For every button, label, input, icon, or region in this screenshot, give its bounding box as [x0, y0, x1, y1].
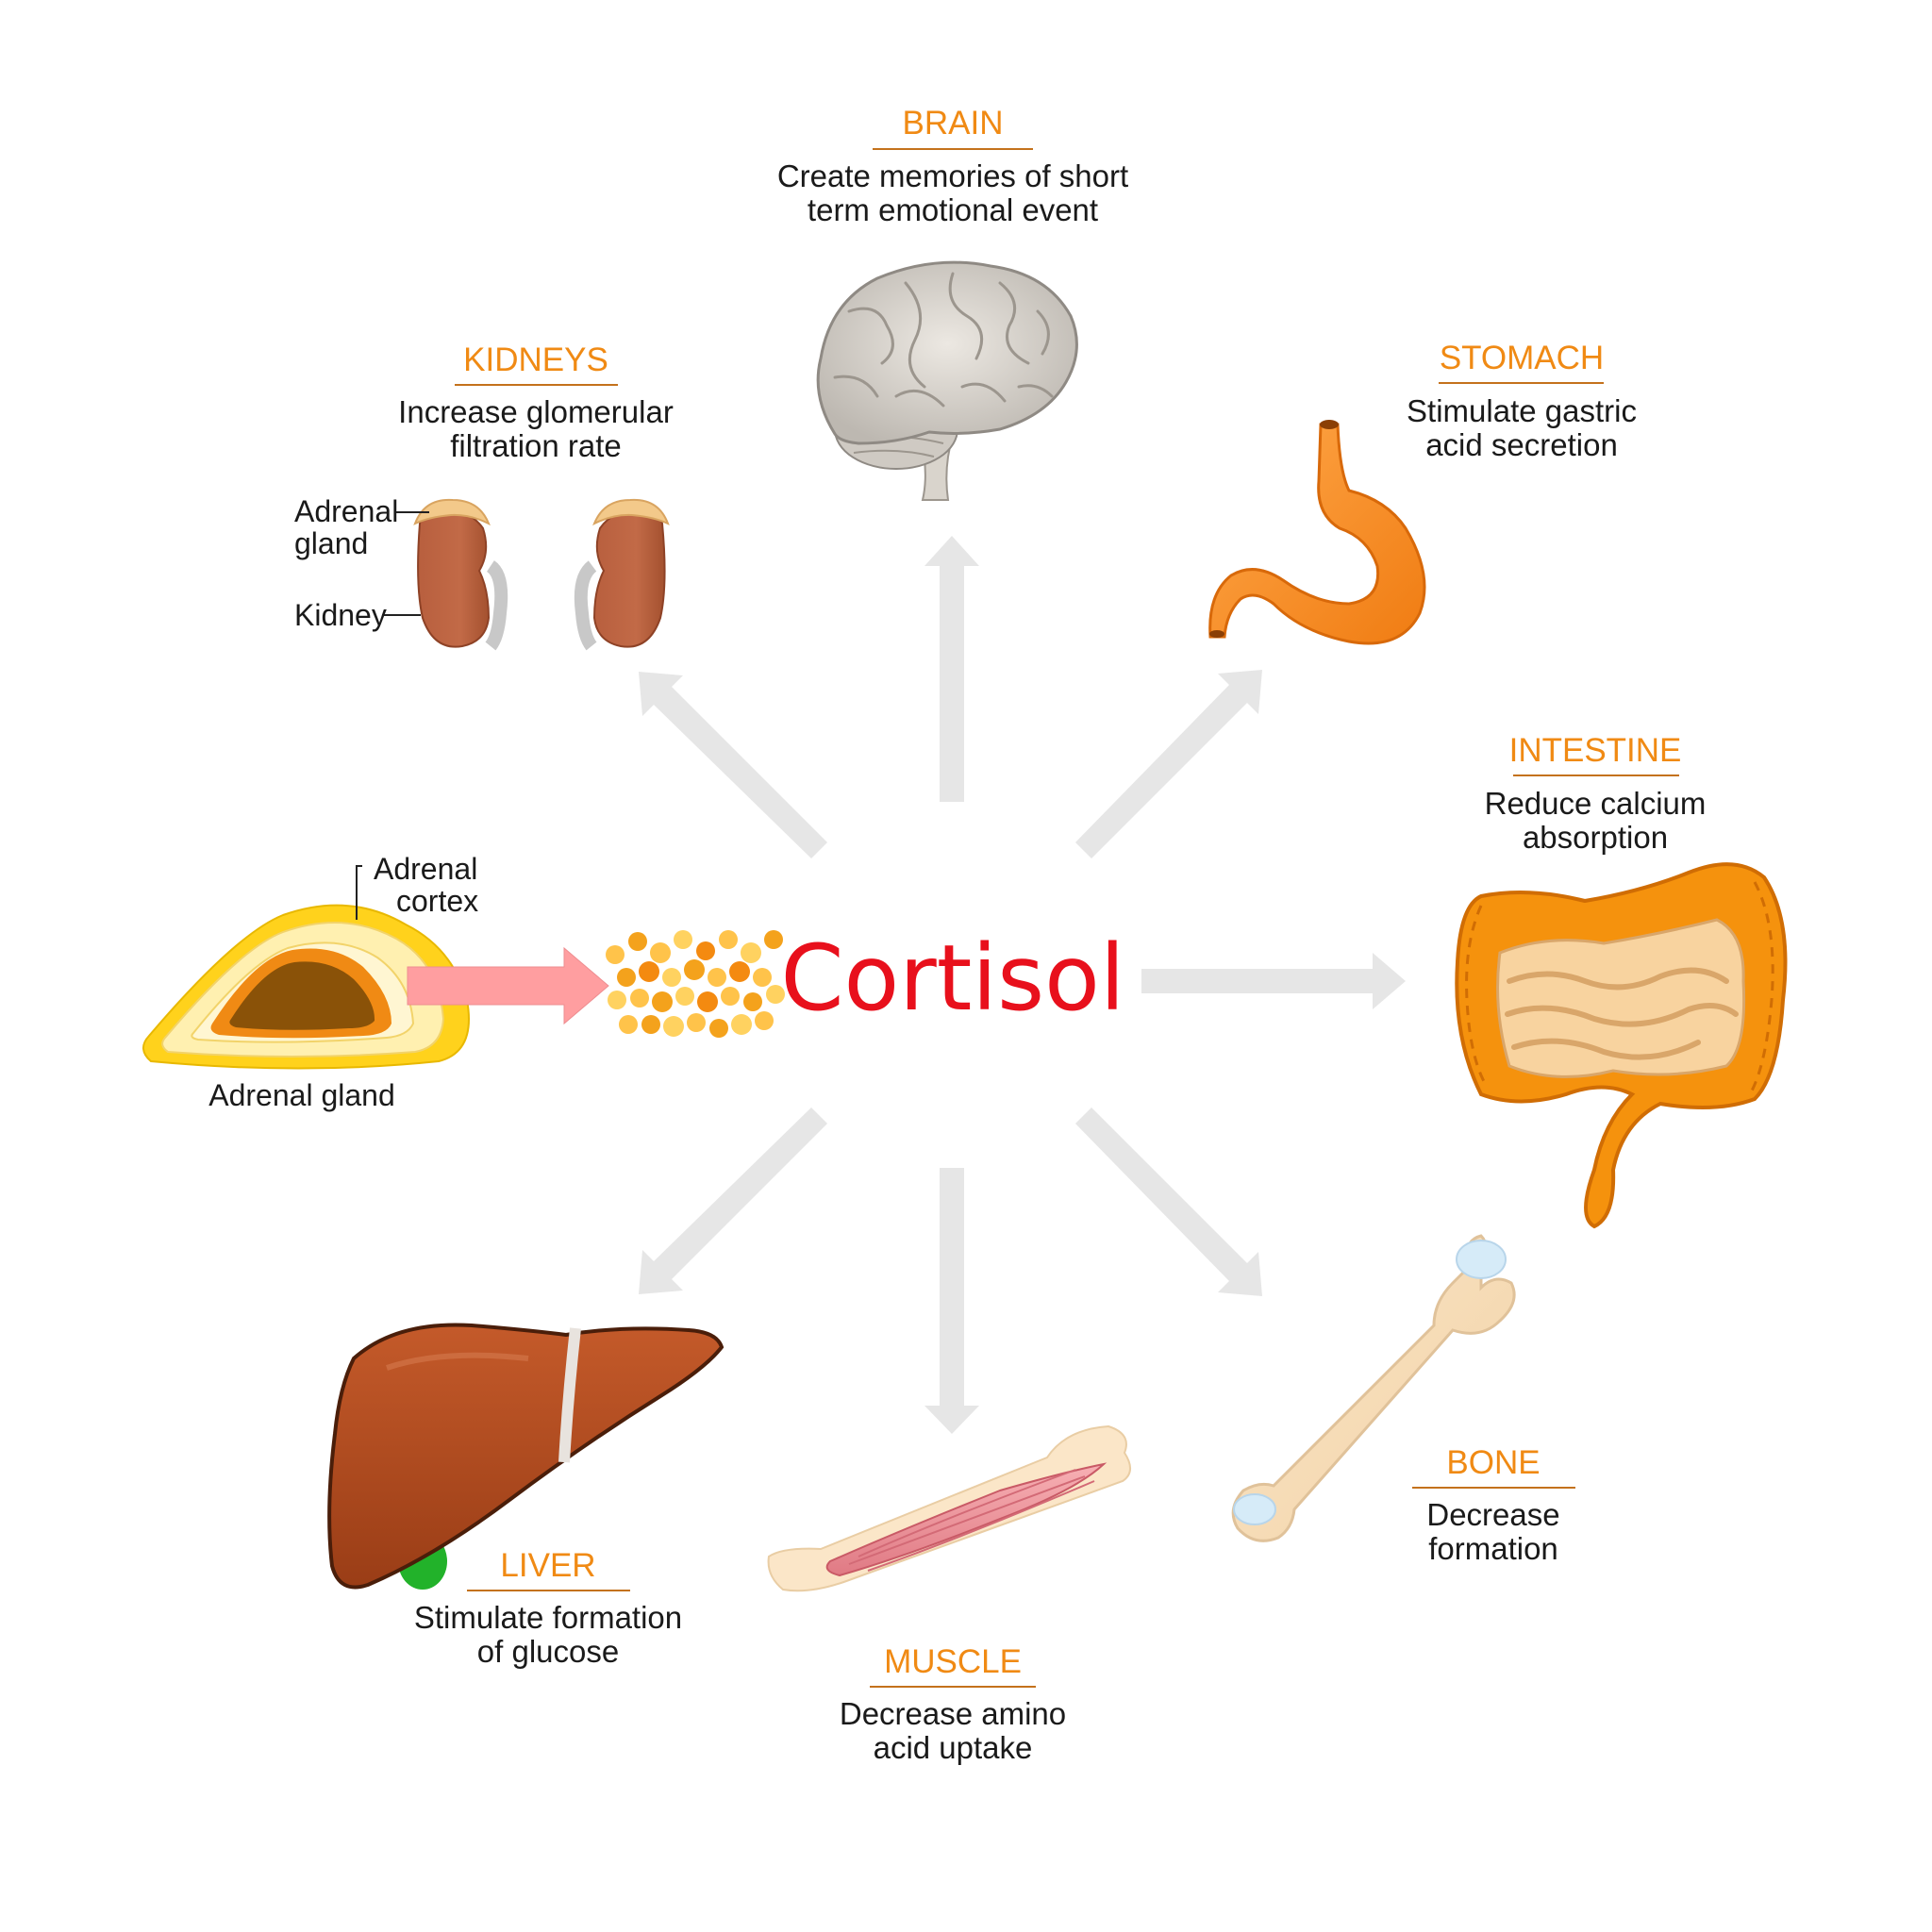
- stomach-desc-line2: acid secretion: [1425, 427, 1618, 462]
- intestine-desc-line1: Reduce calcium: [1485, 786, 1707, 821]
- arrow-upleft-kidneys: [639, 672, 827, 858]
- bone-target: BONE Decrease formation: [1231, 1234, 1575, 1566]
- intestine-title: INTESTINE: [1509, 732, 1682, 769]
- arrow-up-brain: [924, 536, 979, 802]
- arrow-down-muscle: [924, 1168, 979, 1434]
- liver-title: LIVER: [500, 1547, 595, 1584]
- adrenal-cortex-label-line2: cortex: [396, 884, 478, 918]
- adrenal-medulla-core: [229, 961, 375, 1030]
- muscle-target: MUSCLE Decrease amino acid uptake: [767, 1424, 1131, 1765]
- arrow-upright-stomach: [1075, 670, 1262, 858]
- muscle-desc-line2: acid uptake: [874, 1730, 1033, 1765]
- kidneys-desc-line2: filtration rate: [450, 428, 622, 463]
- intestine-desc-line2: absorption: [1523, 820, 1668, 855]
- brain-title: BRAIN: [903, 105, 1004, 142]
- brain-desc-line2: term emotional event: [808, 192, 1098, 227]
- brain-icon: [816, 260, 1078, 501]
- liver-desc-line1: Stimulate formation: [414, 1600, 682, 1635]
- adrenal-cortex-label-line1: Adrenal: [374, 852, 477, 886]
- kidneys-title: KIDNEYS: [463, 341, 608, 378]
- kidneys-desc-line1: Increase glomerular: [398, 394, 674, 429]
- stomach-title: STOMACH: [1440, 340, 1604, 376]
- left-kidney-icon: [413, 498, 508, 651]
- bone-icon: [1231, 1234, 1516, 1542]
- arrow-downleft-liver: [639, 1108, 827, 1294]
- liver-desc-line2: of glucose: [477, 1634, 619, 1669]
- adrenal-cortex-leader-line: [356, 865, 362, 920]
- intestine-icon: [1455, 862, 1788, 1229]
- brain-desc-line1: Create memories of short: [777, 158, 1128, 193]
- stomach-target: STOMACH Stimulate gastric acid secretion: [1208, 340, 1637, 645]
- intestine-target: INTESTINE Reduce calcium absorption: [1455, 732, 1788, 1229]
- cortisol-granules-icon: [606, 930, 785, 1038]
- bone-desc-line1: Decrease: [1426, 1497, 1559, 1532]
- arrow-downright-bone: [1075, 1108, 1262, 1296]
- muscle-desc-line1: Decrease amino: [840, 1696, 1066, 1731]
- liver-icon: [327, 1323, 724, 1590]
- kidneys-adrenal-label-line1: Adrenal: [294, 494, 398, 528]
- bone-desc-line2: formation: [1428, 1531, 1558, 1566]
- muscle-icon: [767, 1424, 1131, 1592]
- bone-title: BONE: [1446, 1444, 1540, 1481]
- stomach-desc-line1: Stimulate gastric: [1407, 393, 1637, 428]
- kidneys-target: KIDNEYS Increase glomerular filtration r…: [294, 341, 674, 651]
- secretion-arrow: [407, 946, 609, 1025]
- right-kidney-icon: [574, 498, 670, 651]
- kidneys-adrenal-label-line2: gland: [294, 526, 368, 560]
- arrow-right-intestine: [1141, 953, 1406, 1009]
- kidney-label: Kidney: [294, 598, 387, 632]
- adrenal-gland-label: Adrenal gland: [208, 1078, 394, 1112]
- liver-target: LIVER Stimulate formation of glucose: [327, 1323, 724, 1669]
- effect-arrows: [639, 536, 1406, 1434]
- brain-target: BRAIN Create memories of short term emot…: [777, 105, 1128, 501]
- stomach-icon: [1208, 423, 1426, 645]
- cortisol-title: Cortisol: [781, 925, 1125, 1031]
- adrenal-gland-source: Adrenal cortex Adrenal gland Cortisol: [142, 852, 1125, 1112]
- muscle-title: MUSCLE: [884, 1643, 1022, 1680]
